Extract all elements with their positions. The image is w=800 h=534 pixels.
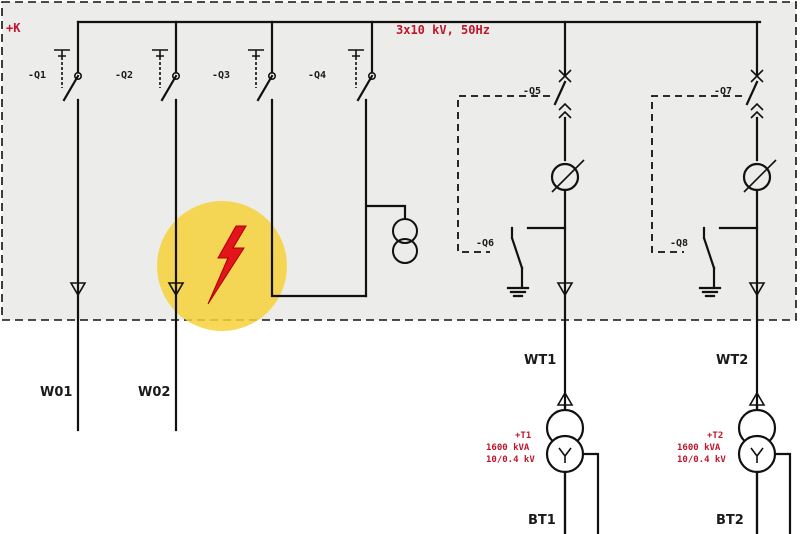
feeder-label-w02: W02 bbox=[138, 385, 170, 400]
switch-q1 bbox=[54, 49, 83, 432]
transformer-2-rating: 1600 kVA bbox=[677, 443, 721, 453]
switch-q2 bbox=[152, 49, 181, 432]
feeder-label-bt1: BT1 bbox=[528, 513, 556, 528]
transformer-2-voltage: 10/0.4 kV bbox=[677, 455, 726, 465]
power-transformer-1 bbox=[545, 403, 600, 534]
switch-label-q7: -Q7 bbox=[714, 86, 732, 97]
switch-label-q1: -Q1 bbox=[28, 70, 46, 81]
switch-label-q2: -Q2 bbox=[115, 70, 133, 81]
switch-label-q4: -Q4 bbox=[308, 70, 326, 81]
switch-label-q6: -Q6 bbox=[476, 238, 494, 249]
enclosure-label: +K bbox=[6, 21, 21, 35]
feeder-label-w01: W01 bbox=[40, 385, 72, 400]
switch-q4 bbox=[348, 49, 407, 298]
busbar-drops-right bbox=[563, 20, 759, 77]
transformer-1-voltage: 10/0.4 kV bbox=[486, 455, 535, 465]
fault-highlight bbox=[157, 201, 287, 331]
transformer-1-rating: 1600 kVA bbox=[486, 443, 530, 453]
busbar-label: 3x10 kV, 50Hz bbox=[396, 23, 490, 37]
switchgear-enclosure bbox=[1, 1, 797, 321]
switch-q3 bbox=[248, 49, 368, 298]
voltage-transformer-symbol bbox=[392, 218, 418, 264]
busbar-drops bbox=[76, 20, 374, 74]
transformer-2-id: +T2 bbox=[707, 431, 723, 441]
switch-label-q8: -Q8 bbox=[670, 238, 688, 249]
feeder-label-wt1: WT1 bbox=[524, 353, 556, 368]
feeder-label-wt2: WT2 bbox=[716, 353, 748, 368]
transformer-bay-1 bbox=[457, 69, 585, 534]
transformer-1-id: +T1 bbox=[515, 431, 531, 441]
lightning-bolt-icon bbox=[207, 225, 247, 305]
switch-label-q3: -Q3 bbox=[212, 70, 230, 81]
switch-label-q5: -Q5 bbox=[523, 86, 541, 97]
power-transformer-2 bbox=[737, 403, 792, 534]
feeder-label-bt2: BT2 bbox=[716, 513, 744, 528]
